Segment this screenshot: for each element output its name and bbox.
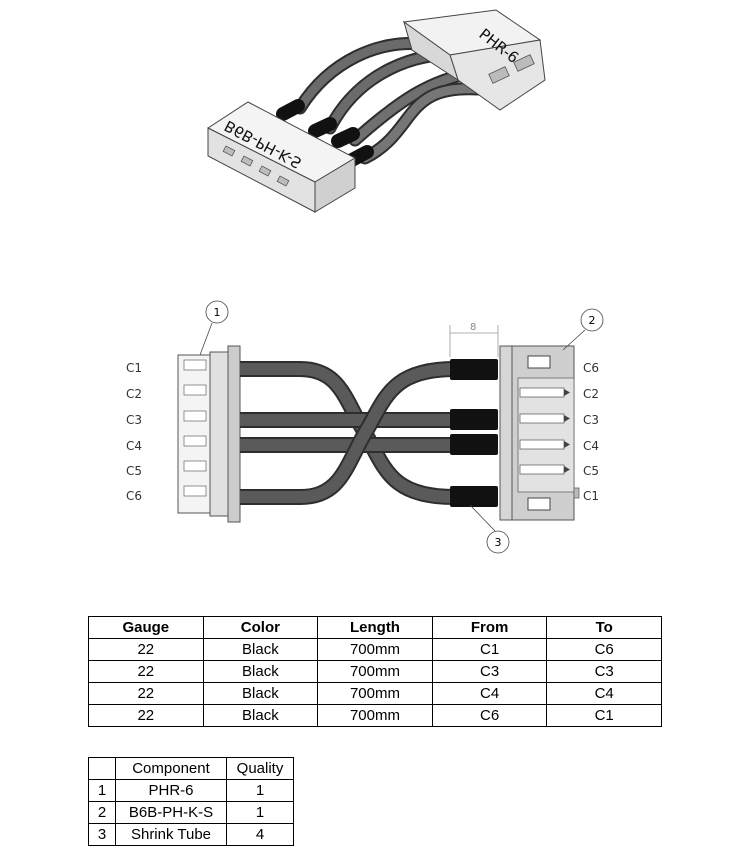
cell-color: Black (202, 660, 319, 683)
left-pin-label: C2 (126, 387, 142, 401)
right-pin-label: C1 (583, 489, 599, 503)
bom-quality: 1 (226, 801, 294, 824)
bom-header-quality: Quality (226, 757, 294, 780)
balloon-number: 3 (495, 536, 502, 549)
balloon-1: 1 (199, 300, 229, 356)
bom-quality: 4 (226, 823, 294, 846)
cell-length: 700mm (317, 660, 433, 683)
balloon-2: 2 (562, 308, 604, 351)
cell-from: C1 (431, 638, 548, 661)
cell-color: Black (202, 682, 319, 705)
cell-gauge: 22 (88, 638, 204, 661)
table-row: 22 Black 700mm C3 C3 (88, 660, 662, 683)
cell-gauge: 22 (88, 682, 204, 705)
bom-quality: 1 (226, 779, 294, 802)
bom-component: B6B-PH-K-S (115, 801, 227, 824)
header-to: To (546, 616, 662, 639)
iso-phr6-connector: PHR-6 (402, 9, 546, 111)
right-connector (499, 345, 580, 521)
schematic-wires (240, 361, 456, 505)
isometric-cable-view: PHR-6 B6B-PH-K-S (206, 9, 546, 213)
wire-table-header-row: Gauge Color Length From To (88, 616, 662, 639)
table-row: 22 Black 700mm C1 C6 (88, 638, 662, 661)
bom-index: 3 (88, 823, 116, 846)
balloon-number: 1 (214, 306, 221, 319)
right-pin-labels: C6 C2 C3 C4 C5 C1 (583, 361, 599, 503)
bom-header-index (88, 757, 116, 780)
iso-b6b-connector: B6B-PH-K-S (206, 101, 357, 213)
header-from: From (431, 616, 548, 639)
left-pin-labels: C1 C2 C3 C4 C5 C6 (126, 361, 142, 503)
header-color: Color (202, 616, 319, 639)
cell-gauge: 22 (88, 660, 204, 683)
right-pin-label: C5 (583, 464, 599, 478)
table-row: 22 Black 700mm C6 C1 (88, 704, 662, 727)
header-gauge: Gauge (88, 616, 204, 639)
bom-table: Component Quality 1 PHR-6 1 2 B6B-PH-K-S… (88, 757, 294, 846)
cell-color: Black (202, 704, 319, 727)
table-row: 22 Black 700mm C4 C4 (88, 682, 662, 705)
left-pin-label: C6 (126, 489, 142, 503)
shrink-tube (450, 359, 498, 380)
left-connector (177, 345, 241, 523)
cell-from: C6 (431, 704, 548, 727)
cell-to: C6 (546, 638, 662, 661)
left-pin-label: C4 (126, 439, 142, 453)
wiring-schematic: C1 C2 C3 C4 C5 C6 (126, 300, 604, 554)
wire-table: Gauge Color Length From To 22 Black 700m… (88, 616, 662, 727)
shrink-tube (450, 486, 498, 507)
cell-color: Black (202, 638, 319, 661)
right-pin-label: C6 (583, 361, 599, 375)
table-row: 1 PHR-6 1 (88, 779, 294, 802)
right-pin-label: C3 (583, 413, 599, 427)
dimension-callout: 8 (449, 322, 499, 357)
header-length: Length (317, 616, 433, 639)
table-row: 3 Shrink Tube 4 (88, 823, 294, 846)
bom-component: Shrink Tube (115, 823, 227, 846)
right-pin-label: C2 (583, 387, 599, 401)
left-pin-label: C1 (126, 361, 142, 375)
bom-index: 2 (88, 801, 116, 824)
right-pin-label: C4 (583, 439, 599, 453)
cell-length: 700mm (317, 682, 433, 705)
bom-header-row: Component Quality (88, 757, 294, 780)
balloon-3: 3 (469, 504, 510, 554)
cell-from: C3 (431, 660, 548, 683)
balloon-number: 2 (589, 314, 596, 327)
cell-from: C4 (431, 682, 548, 705)
shrink-tubes (450, 359, 498, 507)
left-pin-label: C5 (126, 464, 142, 478)
left-pin-label: C3 (126, 413, 142, 427)
cell-length: 700mm (317, 704, 433, 727)
cell-to: C4 (546, 682, 662, 705)
dimension-label: 8 (470, 322, 476, 333)
shrink-tube (450, 409, 498, 430)
bom-header-component: Component (115, 757, 227, 780)
bom-component: PHR-6 (115, 779, 227, 802)
shrink-tube (450, 434, 498, 455)
cell-gauge: 22 (88, 704, 204, 727)
cell-to: C1 (546, 704, 662, 727)
cell-length: 700mm (317, 638, 433, 661)
table-row: 2 B6B-PH-K-S 1 (88, 801, 294, 824)
bom-index: 1 (88, 779, 116, 802)
cell-to: C3 (546, 660, 662, 683)
